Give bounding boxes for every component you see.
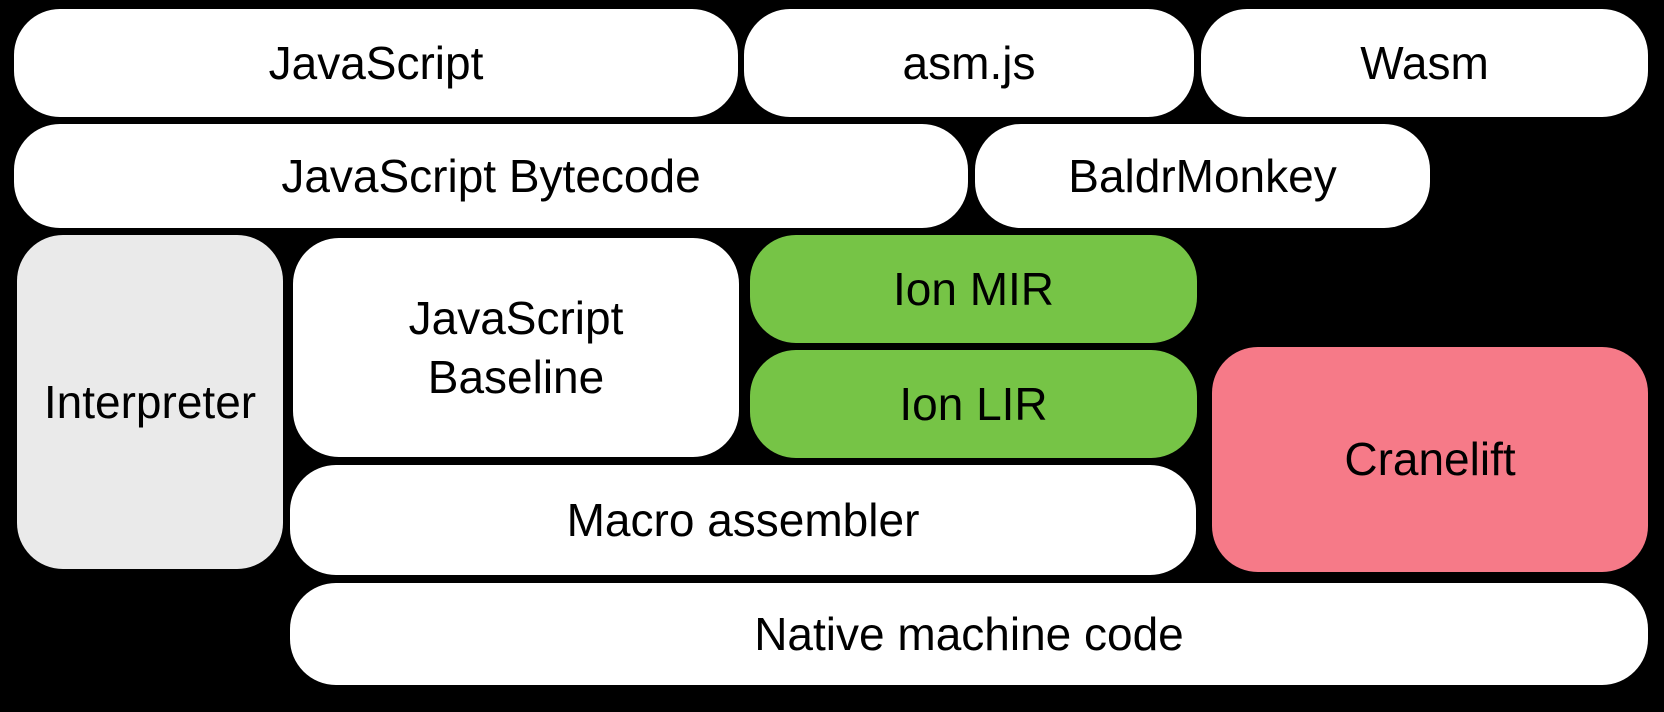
node-ion-mir: Ion MIR bbox=[750, 235, 1197, 343]
node-wasm: Wasm bbox=[1201, 9, 1648, 117]
node-native-machine-code: Native machine code bbox=[290, 583, 1648, 685]
node-baldrmonkey: BaldrMonkey bbox=[975, 124, 1430, 228]
node-cranelift: Cranelift bbox=[1212, 347, 1648, 572]
node-javascript-baseline: JavaScript Baseline bbox=[293, 238, 739, 457]
node-javascript: JavaScript bbox=[14, 9, 738, 117]
node-macro-assembler: Macro assembler bbox=[290, 465, 1196, 575]
node-asmjs: asm.js bbox=[744, 9, 1194, 117]
node-interpreter: Interpreter bbox=[17, 235, 283, 569]
node-javascript-bytecode: JavaScript Bytecode bbox=[14, 124, 968, 228]
node-ion-lir: Ion LIR bbox=[750, 350, 1197, 458]
